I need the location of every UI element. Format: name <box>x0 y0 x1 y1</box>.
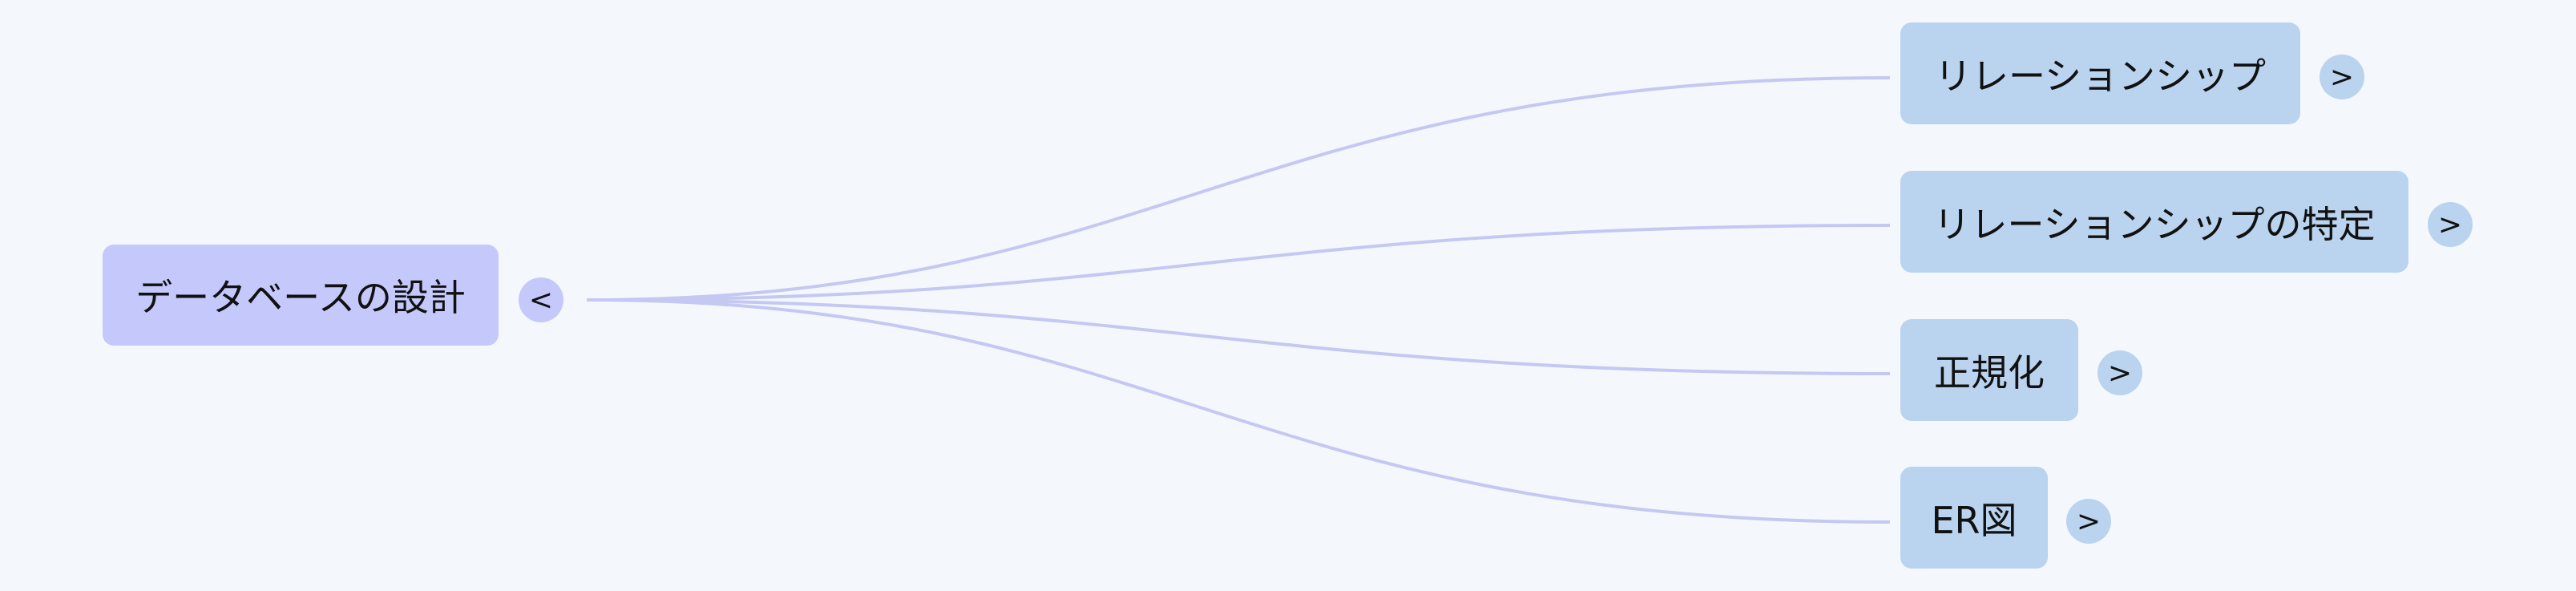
child-node-label: 正規化 <box>1934 350 2045 395</box>
child-node-relationship-identification[interactable]: リレーションシップの特定 <box>1900 171 2408 273</box>
child-expand-toggle[interactable]: > <box>2066 499 2111 544</box>
chevron-right-icon: > <box>2329 60 2355 94</box>
child-expand-toggle[interactable]: > <box>2320 55 2364 99</box>
link-to-child-4 <box>586 298 1891 524</box>
chevron-right-icon: > <box>2437 208 2463 241</box>
child-node-relationship[interactable]: リレーションシップ <box>1900 22 2300 124</box>
child-node-label: ER図 <box>1931 498 2017 542</box>
link-to-child-1 <box>586 76 1891 302</box>
child-node-label: リレーションシップの特定 <box>1933 202 2376 246</box>
child-expand-toggle[interactable]: > <box>2098 350 2142 395</box>
link-to-child-2 <box>586 224 1891 302</box>
chevron-right-icon: > <box>2076 504 2102 538</box>
child-expand-toggle[interactable]: > <box>2428 202 2473 247</box>
child-node-er-diagram[interactable]: ER図 <box>1900 467 2048 569</box>
chevron-right-icon: > <box>2107 356 2133 390</box>
child-node-label: リレーションシップ <box>1934 54 2267 98</box>
root-node-label: データベースの設計 <box>135 276 466 319</box>
child-node-normalization[interactable]: 正規化 <box>1900 319 2078 421</box>
root-collapse-toggle[interactable]: < <box>519 277 563 322</box>
link-to-child-3 <box>586 298 1891 375</box>
root-node[interactable]: データベースの設計 <box>103 245 499 346</box>
chevron-left-icon: < <box>528 283 554 317</box>
